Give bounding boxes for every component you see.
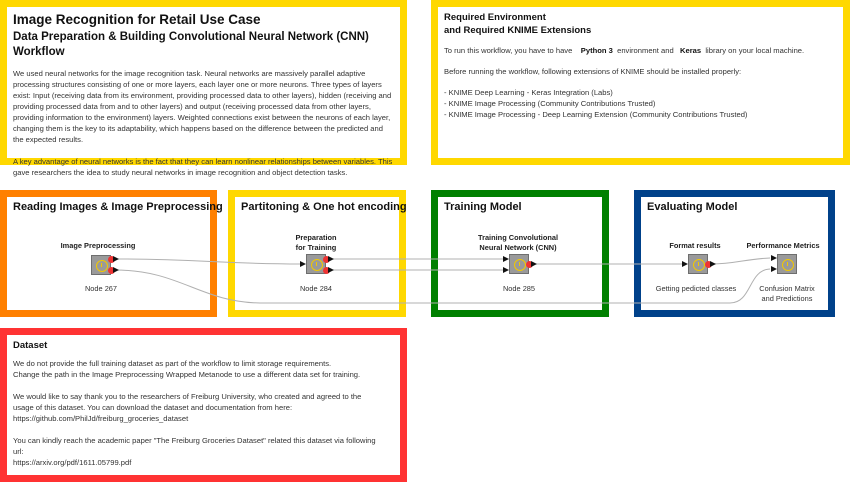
- performance-metrics-metanode[interactable]: [777, 254, 797, 274]
- output-port-arrow-icon: [113, 256, 119, 262]
- section-title: Reading Images & Image Preprocessing: [13, 201, 223, 213]
- output-port[interactable]: [108, 256, 115, 263]
- dataset-line: You can kindly reach the academic paper …: [13, 436, 376, 445]
- output-port-arrow-icon: [328, 256, 334, 262]
- node-267-label: Node 267: [84, 284, 118, 293]
- section-evaluating-model: Evaluating Model: [634, 190, 835, 317]
- performance-metrics-title: Performance Metrics: [746, 241, 820, 250]
- format-results-metanode[interactable]: [688, 254, 708, 274]
- env-prefix: To run this workflow, you have to have: [444, 46, 573, 55]
- clock-icon: [782, 259, 794, 271]
- node-284-title-1: Preparation: [295, 233, 337, 242]
- node-284-metanode[interactable]: [306, 254, 326, 274]
- section-title: Training Model: [444, 201, 522, 213]
- requirements-title-1: Required Environment: [444, 12, 546, 23]
- dataset-line: We do not provide the full training data…: [13, 359, 332, 368]
- section-title: Partitoning & One hot encoding: [241, 201, 407, 213]
- performance-metrics-label-1: Confusion Matrix: [759, 284, 815, 293]
- requirements-annotation: Required Environment and Required KNIME …: [431, 0, 850, 165]
- dataset-line: Change the path in the Image Preprocessi…: [13, 370, 361, 379]
- input-port-arrow-icon[interactable]: [503, 256, 509, 262]
- output-port[interactable]: [323, 256, 330, 263]
- output-port[interactable]: [705, 261, 712, 268]
- workflow-subtitle: Data Preparation & Building Convolutiona…: [13, 31, 369, 58]
- workflow-title: Image Recognition for Retail Use Case: [13, 12, 261, 27]
- output-port[interactable]: [323, 267, 330, 274]
- node-285-title-1: Training Convolutional: [477, 233, 559, 242]
- section-title: Evaluating Model: [647, 201, 738, 213]
- dataset-line: url:: [13, 447, 24, 456]
- keras-requirement: Keras: [680, 46, 702, 55]
- extension-item: - KNIME Image Processing - Deep Learning…: [444, 110, 748, 119]
- section-reading-images: Reading Images & Image Preprocessing: [0, 190, 223, 317]
- connection-267-metrics: [114, 268, 771, 304]
- node-285-title-2: Neural Network (CNN): [479, 243, 557, 252]
- clock-icon: [514, 259, 526, 271]
- intro-paragraph-2: A key advantage of neural networks is th…: [13, 157, 393, 177]
- python-requirement: Python 3: [580, 46, 613, 55]
- section-partitioning: Partitoning & One hot encoding: [228, 190, 407, 317]
- section-training-model: Training Model: [431, 190, 609, 317]
- dataset-line: usage of this dataset. You can download …: [13, 403, 293, 412]
- environment-line: To run this workflow, you have to have P…: [444, 45, 837, 56]
- input-port-arrow-icon[interactable]: [771, 266, 777, 272]
- dataset-arxiv-link: https://arxiv.org/pdf/1611.05799.pdf: [13, 458, 132, 467]
- dataset-title: Dataset: [13, 340, 48, 351]
- connection-format-metrics: [711, 257, 771, 265]
- connection-267-284: [114, 258, 302, 265]
- output-port-arrow-icon: [710, 261, 716, 267]
- node-267-title: Image Preprocessing: [60, 241, 136, 250]
- node-284-title-2: for Training: [295, 243, 337, 252]
- env-suffix: library on your local machine.: [705, 46, 805, 55]
- input-port-arrow-icon[interactable]: [682, 261, 688, 267]
- output-port[interactable]: [108, 267, 115, 274]
- output-port-arrow-icon: [531, 261, 537, 267]
- format-results-title: Format results: [669, 241, 721, 250]
- extensions-intro: Before running the workflow, following e…: [444, 67, 742, 76]
- clock-icon: [311, 259, 323, 271]
- node-267-metanode[interactable]: [91, 255, 111, 275]
- performance-metrics-label-2: and Predictions: [761, 294, 813, 303]
- node-285-label: Node 285: [502, 284, 536, 293]
- intro-annotation: Image Recognition for Retail Use Case Da…: [0, 0, 407, 177]
- extension-item: - KNIME Image Processing (Community Cont…: [444, 99, 656, 108]
- input-port-arrow-icon[interactable]: [771, 255, 777, 261]
- clock-icon: [96, 260, 108, 272]
- extension-item: - KNIME Deep Learning - Keras Integratio…: [444, 88, 613, 97]
- output-port[interactable]: [526, 261, 533, 268]
- dataset-github-link: https://github.com/PhilJd/freiburg_groce…: [13, 414, 189, 423]
- output-port-arrow-icon: [328, 267, 334, 273]
- intro-paragraph-1: We used neural networks for the image re…: [13, 69, 392, 144]
- output-port-arrow-icon: [113, 267, 119, 273]
- env-middle: environment and: [617, 46, 674, 55]
- input-port-arrow-icon[interactable]: [503, 267, 509, 273]
- input-port-arrow-icon[interactable]: [300, 261, 306, 267]
- node-284-label: Node 284: [299, 284, 333, 293]
- clock-icon: [693, 259, 705, 271]
- format-results-label: Getting pedicted classes: [655, 284, 737, 293]
- dataset-annotation: Dataset We do not provide the full train…: [0, 328, 407, 482]
- requirements-title-2: and Required KNIME Extensions: [444, 25, 592, 36]
- dataset-line: We would like to say thank you to the re…: [13, 392, 362, 401]
